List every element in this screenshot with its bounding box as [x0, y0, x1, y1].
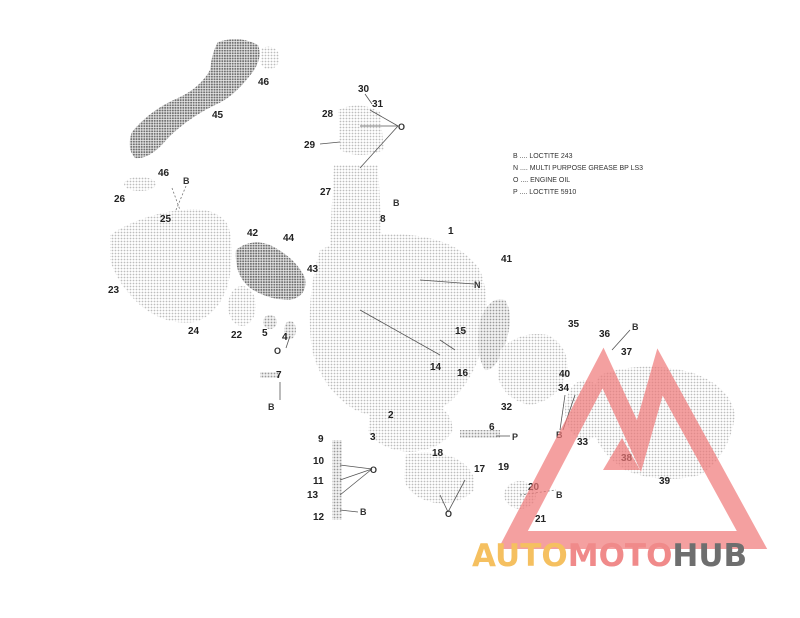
callout-29: 29	[304, 140, 316, 151]
parts-artwork	[110, 39, 735, 520]
callout-40: 40	[559, 369, 571, 380]
small-part-5	[263, 315, 277, 329]
callout-39: 39	[659, 476, 671, 487]
intake-hose-part	[129, 39, 260, 159]
symbol-p-6: P	[512, 432, 518, 442]
callout-46-top: 46	[258, 77, 270, 88]
callout-1: 1	[448, 226, 454, 237]
callout-31: 31	[372, 99, 384, 110]
watermark-text: AUTOMOTOHUB	[472, 538, 747, 574]
watermark-part-hub: HUB	[672, 538, 747, 574]
callout-37: 37	[621, 347, 633, 358]
symbol-o-10: O	[370, 465, 377, 475]
callout-33: 33	[577, 437, 589, 448]
gear-group-part	[498, 334, 568, 405]
watermark-part-moto: MOTO	[568, 538, 673, 574]
callout-26: 26	[114, 194, 126, 205]
callout-25: 25	[160, 214, 172, 225]
callout-10: 10	[313, 456, 325, 467]
callout-44: 44	[283, 233, 295, 244]
clamp-part-top	[260, 46, 280, 70]
symbol-o-head: O	[398, 122, 405, 132]
legend: B .... LOCTITE 243 N .... MULTI PURPOSE …	[513, 153, 643, 196]
small-part-4	[284, 321, 296, 339]
throttle-body-part	[235, 242, 306, 300]
symbol-o-4: O	[274, 346, 281, 356]
chain-part	[478, 299, 510, 371]
callout-5: 5	[262, 328, 268, 339]
bolt-part-7	[260, 372, 280, 378]
callout-36: 36	[599, 329, 611, 340]
callout-21: 21	[535, 514, 547, 525]
lower-case-part	[368, 397, 453, 452]
callout-12: 12	[313, 512, 325, 523]
callout-4: 4	[282, 332, 288, 343]
symbol-o-17: O	[445, 509, 452, 519]
callout-6: 6	[489, 422, 495, 433]
callout-3: 3	[370, 432, 376, 443]
legend-item-b: B .... LOCTITE 243	[513, 153, 573, 160]
callout-7: 7	[276, 370, 282, 381]
left-housing-part	[110, 209, 232, 323]
callout-8: 8	[380, 214, 386, 225]
legend-item-p: P .... LOCTITE 5910	[513, 189, 576, 196]
callout-11: 11	[313, 476, 324, 487]
symbol-b-7: B	[268, 402, 275, 412]
symbol-b-36: B	[632, 322, 639, 332]
symbol-b-20: B	[556, 490, 563, 500]
cylinder-head-top-part	[338, 105, 384, 155]
callout-22: 22	[231, 330, 243, 341]
symbol-b-12: B	[360, 507, 367, 517]
oil-pump-part	[404, 452, 475, 504]
callout-2: 2	[388, 410, 394, 421]
bolt-stack-part	[332, 440, 342, 520]
callout-27: 27	[320, 187, 332, 198]
crankcase-part	[309, 234, 488, 419]
callout-45: 45	[212, 110, 224, 121]
callout-9: 9	[318, 434, 324, 445]
watermark: AUTOMOTOHUB	[472, 347, 768, 574]
callout-numbers: 1 2 3 4 5 6 7 8 9 10 11 12 13 14 15 16 1…	[108, 77, 671, 525]
bolt-part-6	[460, 430, 500, 438]
gasket-part	[228, 286, 256, 326]
watermark-part-auto: AUTO	[472, 538, 568, 574]
callout-16: 16	[457, 368, 469, 379]
callout-32: 32	[501, 402, 513, 413]
callout-15: 15	[455, 326, 467, 337]
callout-35: 35	[568, 319, 580, 330]
callout-14: 14	[430, 362, 442, 373]
symbol-b-25: B	[183, 176, 190, 186]
callout-42: 42	[247, 228, 259, 239]
callout-30: 30	[358, 84, 370, 95]
callout-13: 13	[307, 490, 319, 501]
callout-24: 24	[188, 326, 200, 337]
symbol-n-1: N	[474, 280, 481, 290]
legend-item-o: O .... ENGINE OIL	[513, 177, 570, 184]
watermark-logo-icon	[498, 347, 768, 549]
callout-18: 18	[432, 448, 444, 459]
callout-23: 23	[108, 285, 120, 296]
clamp-part-lower	[124, 177, 156, 191]
callout-34: 34	[558, 383, 570, 394]
callout-17: 17	[474, 464, 486, 475]
callout-19: 19	[498, 462, 510, 473]
callout-41: 41	[501, 254, 513, 265]
legend-item-n: N .... MULTI PURPOSE GREASE BP LS3	[513, 165, 643, 172]
callout-46-lower: 46	[158, 168, 170, 179]
symbol-b-8: B	[393, 198, 400, 208]
callout-28: 28	[322, 109, 334, 120]
callout-43: 43	[307, 264, 319, 275]
